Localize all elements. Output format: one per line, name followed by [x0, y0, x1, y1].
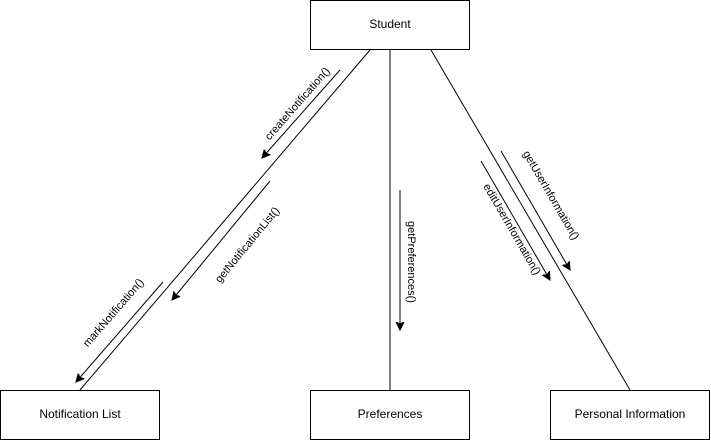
arrow-get-notification-list [172, 180, 271, 300]
object-preferences[interactable]: Preferences [310, 390, 470, 440]
arrow-edit-user-information [480, 160, 550, 280]
arrow-create-notification [262, 69, 341, 158]
label-get-user-information: getUserInformation() [520, 149, 581, 242]
object-student-label: Student [369, 17, 411, 31]
object-preferences-label: Preferences [358, 407, 423, 421]
label-get-notification-list: getNotificationList() [213, 205, 282, 285]
link-student-notification-list [79, 49, 371, 391]
object-personal-information-label: Personal Information [575, 407, 686, 421]
object-notification-list[interactable]: Notification List [0, 390, 160, 440]
link-student-personal-information [430, 49, 631, 391]
label-edit-user-information: editUserInformation() [480, 182, 542, 277]
label-create-notification: createNotification() [263, 65, 333, 142]
object-notification-list-label: Notification List [39, 407, 121, 421]
arrow-get-user-information [500, 150, 570, 270]
object-personal-information[interactable]: Personal Information [550, 390, 710, 440]
label-get-preferences: getPreferences() [405, 221, 417, 303]
object-student[interactable]: Student [310, 0, 470, 50]
arrow-mark-notification [76, 281, 164, 382]
